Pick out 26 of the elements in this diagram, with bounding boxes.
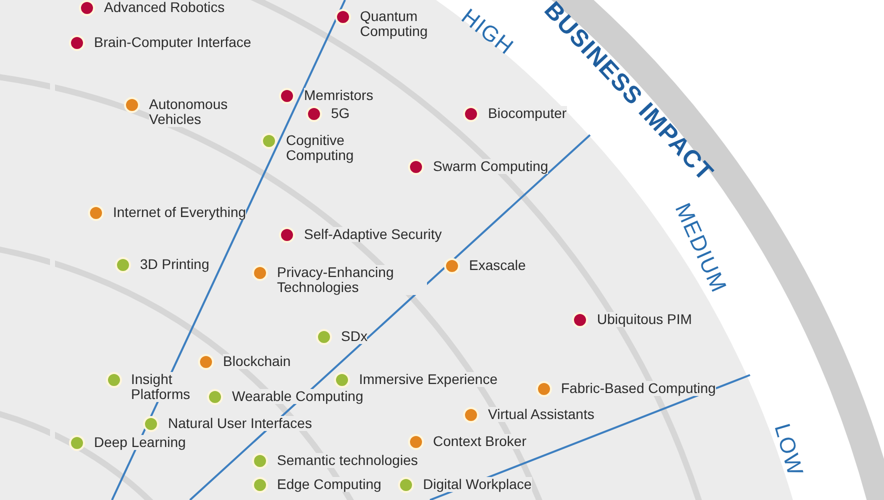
technology-label: Biocomputer <box>488 106 567 121</box>
technology-label: Advanced Robotics <box>104 0 225 15</box>
technology-label: Natural User Interfaces <box>168 416 312 431</box>
technology-label: Fabric-Based Computing <box>561 381 716 396</box>
technology-label: Blockchain <box>223 354 291 369</box>
level-label: LOW <box>768 420 808 480</box>
technology-label: Brain-Computer Interface <box>94 35 252 50</box>
technology-label: Exascale <box>469 258 526 273</box>
technology-label: Semantic technologies <box>277 453 418 468</box>
technology-label: Internet of Everything <box>113 205 246 220</box>
technology-label: Immersive Experience <box>359 372 498 387</box>
technology-label: 3D Printing <box>140 257 210 272</box>
technology-label: Self-Adaptive Security <box>304 227 442 242</box>
technology-label: Context Broker <box>433 434 526 449</box>
technology-label: SDx <box>341 329 368 344</box>
technology-label: 5G <box>331 106 350 121</box>
technology-label: Autonomous Vehicles <box>149 97 229 127</box>
technology-label: Ubiquitous PIM <box>597 312 692 327</box>
technology-label: Edge Computing <box>277 477 382 492</box>
technology-label: Virtual Assistants <box>488 407 594 422</box>
technology-label: Memristors <box>304 88 374 103</box>
technology-label: Wearable Computing <box>232 389 364 404</box>
technology-label: Deep Learning <box>94 435 186 450</box>
technology-label: Swarm Computing <box>433 159 548 174</box>
technology-label: Privacy-Enhancing Technologies <box>277 265 427 295</box>
technology-label: Digital Workplace <box>423 477 532 492</box>
